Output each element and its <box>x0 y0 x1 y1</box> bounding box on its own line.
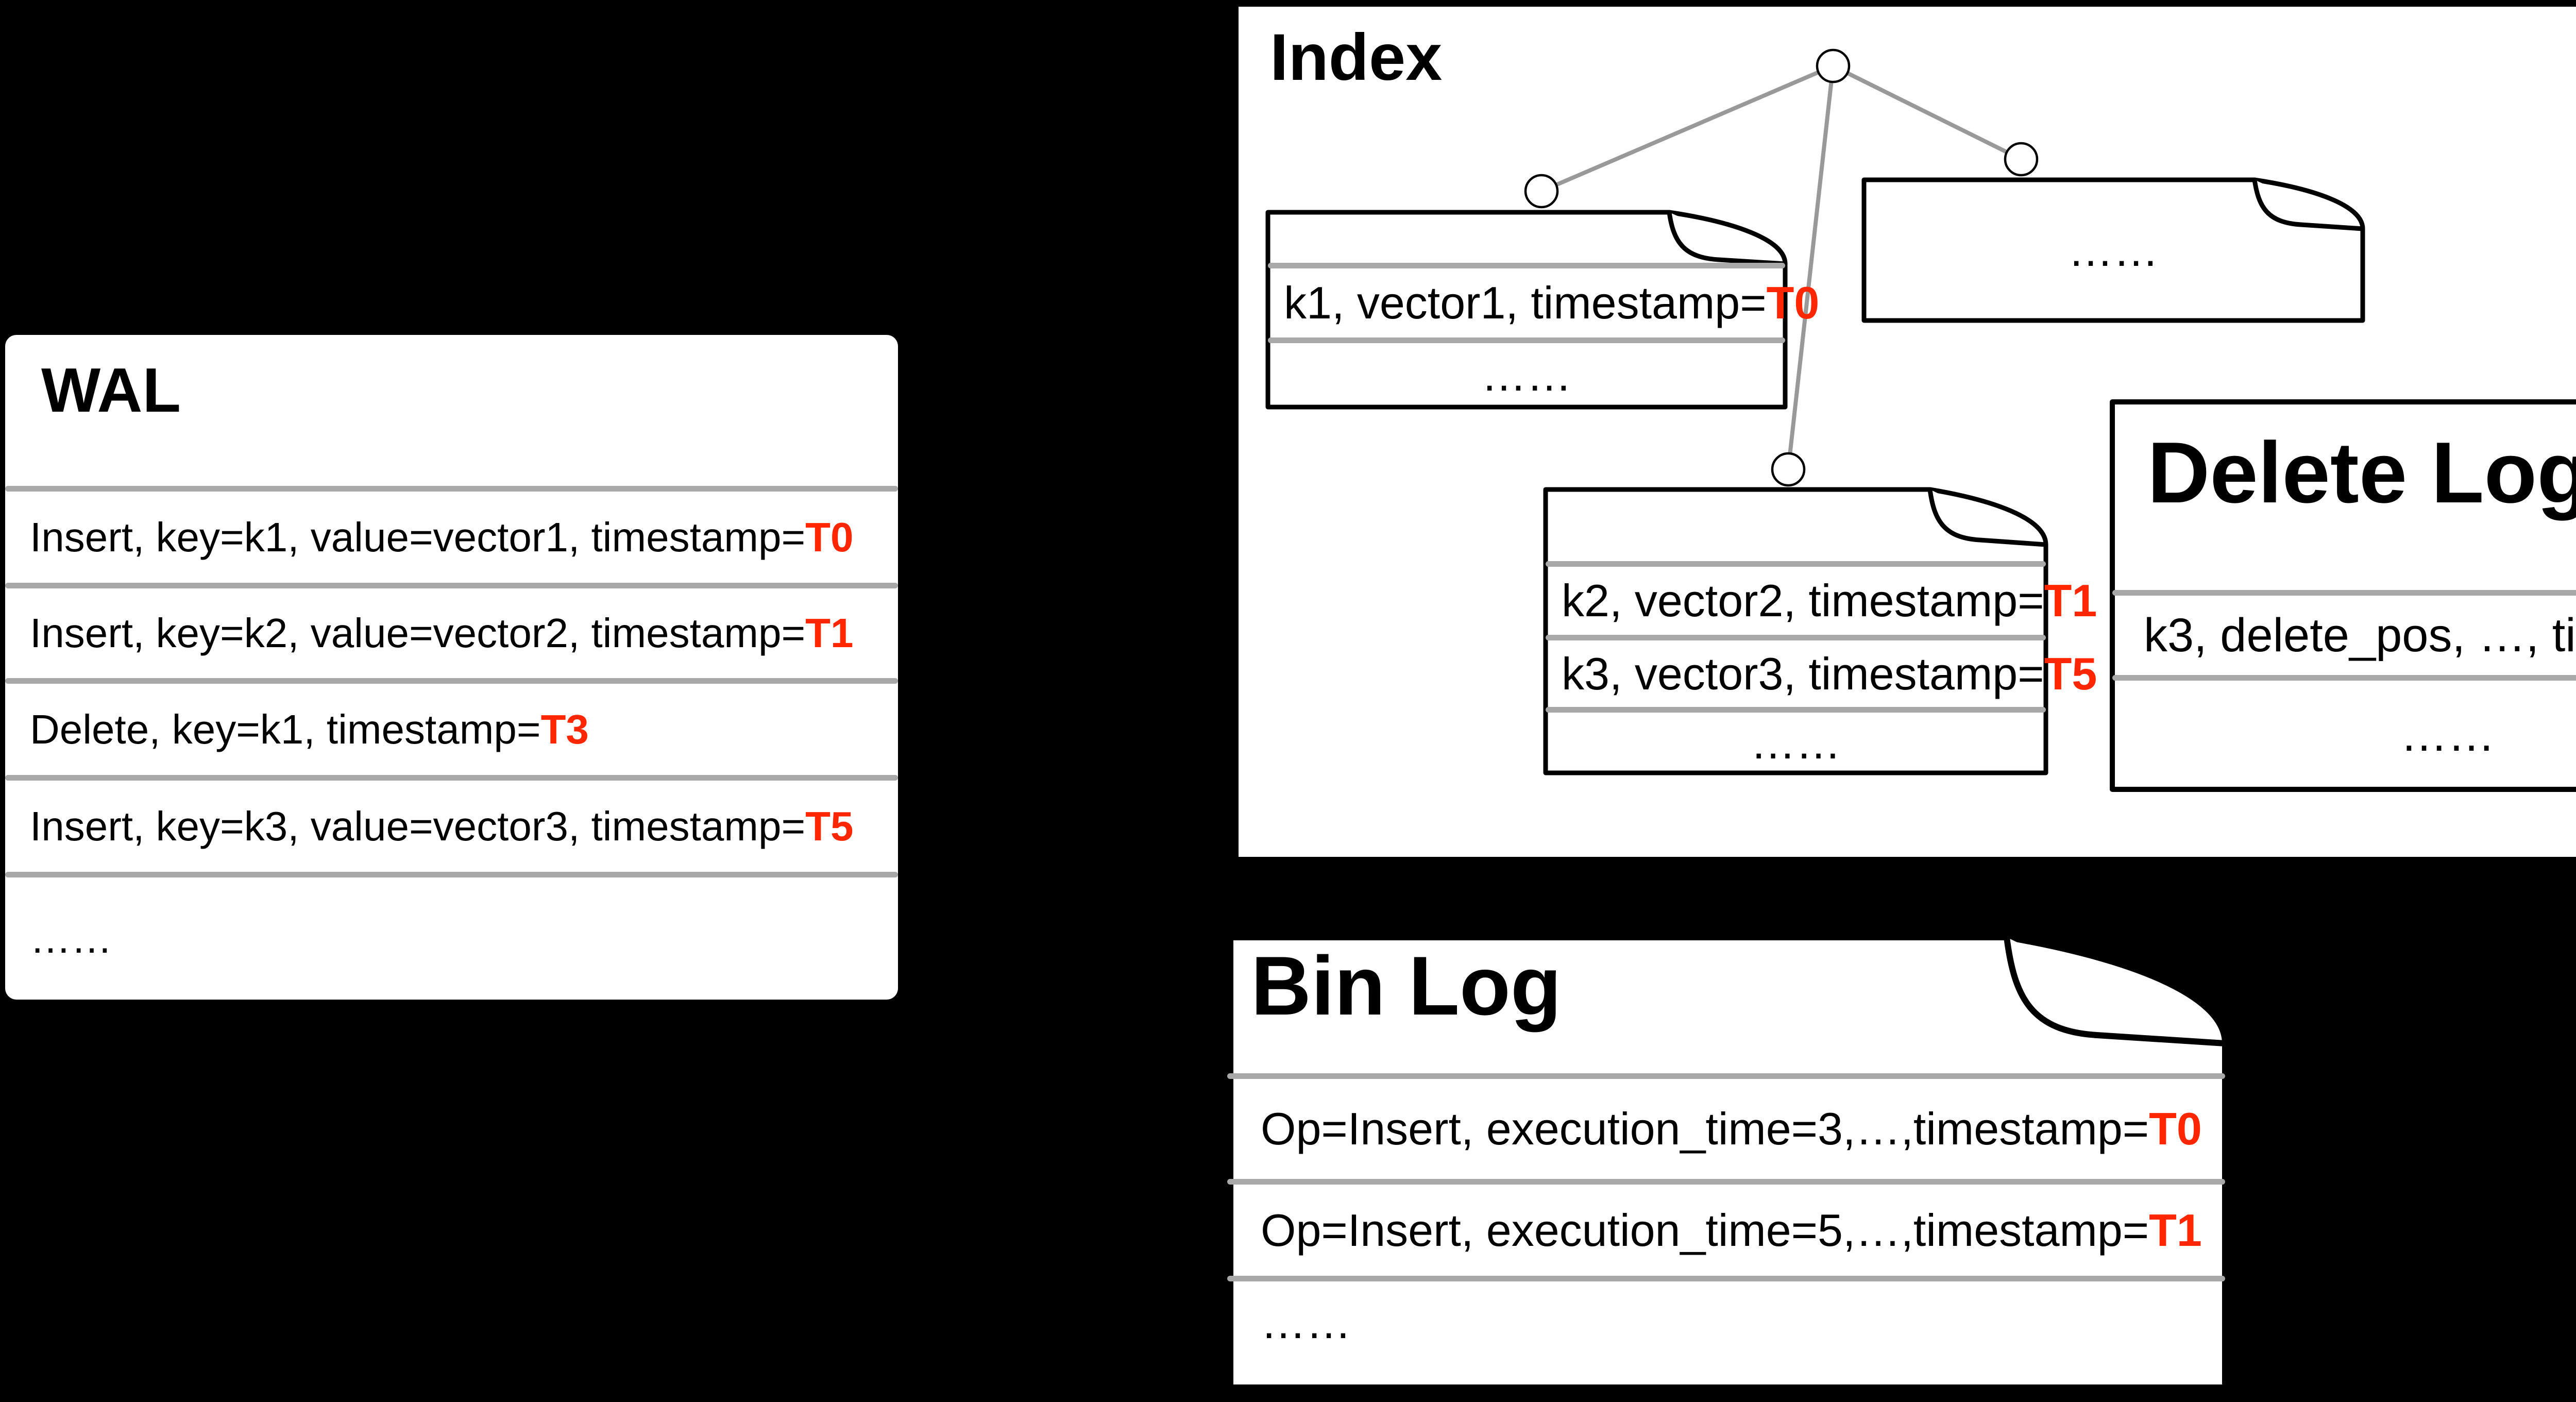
index-file-row: …… <box>1270 343 1783 407</box>
wal-row: …… <box>30 877 893 1000</box>
index-row-text: …… <box>1750 717 1841 768</box>
timestamp-highlight: T0 <box>1766 277 1820 328</box>
divider <box>5 872 898 877</box>
bin-log-row: Op=Insert, execution_time=5,…,timestamp=… <box>1261 1185 2222 1276</box>
divider <box>1227 1073 2225 1079</box>
index-row-text: k1, vector1, timestamp= <box>1284 277 1767 328</box>
delete-log-row: …… <box>2115 681 2576 789</box>
index-file-k1: k1, vector1, timestamp=T0 …… <box>1265 210 1819 410</box>
divider <box>5 775 898 781</box>
delete-log-row-text: …… <box>2400 708 2495 761</box>
folded-page-icon <box>1265 210 1788 410</box>
index-file-more: …… <box>1861 177 2365 323</box>
folded-page-icon <box>1227 934 2228 1391</box>
wal-row-text: Insert, key=k3, value=vector3, timestamp… <box>30 803 806 849</box>
divider <box>5 583 898 588</box>
delete-log-row-text: k3, delete_pos, …, timestamp= <box>2144 609 2576 662</box>
timestamp-highlight: T1 <box>2149 1204 2202 1256</box>
wal-row: Insert, key=k2, value=vector2, timestamp… <box>30 588 893 678</box>
bin-log-row-text: …… <box>1261 1297 1351 1348</box>
divider <box>5 678 898 684</box>
delete-log-box: Delete Log k3, delete_pos, …, timestamp=… <box>2110 399 2576 792</box>
wal-row: Insert, key=k1, value=vector1, timestamp… <box>30 492 893 583</box>
divider <box>1227 1276 2225 1281</box>
index-file-row: k2, vector2, timestamp=T1 <box>1562 567 2097 635</box>
timestamp-highlight: T3 <box>540 706 589 752</box>
index-file-row: k3, vector3, timestamp=T5 <box>1562 640 2097 707</box>
delete-log-row: k3, delete_pos, …, timestamp=T3 <box>2144 596 2576 675</box>
bin-log-row-text: Op=Insert, execution_time=5,…,timestamp= <box>1261 1204 2149 1256</box>
bin-log-row-text: Op=Insert, execution_time=3,…,timestamp= <box>1261 1103 2149 1154</box>
index-row-text: …… <box>2068 224 2159 276</box>
divider <box>1268 263 1785 268</box>
index-file-row: k1, vector1, timestamp=T0 <box>1284 268 1819 337</box>
divider <box>5 486 898 492</box>
folded-page-icon <box>2110 399 2576 792</box>
divider <box>2112 590 2576 596</box>
bin-log-box: Bin Log Op=Insert, execution_time=3,…,ti… <box>1227 934 2228 1391</box>
wal-row: Delete, key=k1, timestamp=T3 <box>30 684 893 775</box>
wal-row-text: …… <box>30 915 112 961</box>
bin-log-row: …… <box>1261 1281 2222 1364</box>
folded-page-icon <box>1861 177 2365 323</box>
divider <box>1546 635 2046 640</box>
index-title: Index <box>1270 21 1443 94</box>
timestamp-highlight: T0 <box>805 514 854 560</box>
wal-row-text: Insert, key=k2, value=vector2, timestamp… <box>30 610 806 656</box>
index-file-row: …… <box>1548 713 2043 773</box>
folded-page-icon <box>1543 487 2048 775</box>
bin-log-row: Op=Insert, execution_time=3,…,timestamp=… <box>1261 1079 2222 1179</box>
wal-box: WAL Insert, key=k1, value=vector1, times… <box>5 335 898 1000</box>
wal-row: Insert, key=k3, value=vector3, timestamp… <box>30 781 893 872</box>
wal-row-text: Insert, key=k1, value=vector1, timestamp… <box>30 514 806 560</box>
index-row-text: k2, vector2, timestamp= <box>1562 575 2044 626</box>
wal-title: WAL <box>41 355 181 425</box>
wal-row-text: Delete, key=k1, timestamp= <box>30 706 541 752</box>
index-row-text: k3, vector3, timestamp= <box>1562 648 2044 699</box>
index-row-text: …… <box>1481 349 1572 400</box>
bin-log-title: Bin Log <box>1251 939 1562 1033</box>
timestamp-highlight: T5 <box>2044 648 2097 699</box>
divider <box>1546 707 2046 713</box>
timestamp-highlight: T1 <box>2044 575 2097 626</box>
index-file-k2k3: k2, vector2, timestamp=T1 k3, vector3, t… <box>1543 487 2097 775</box>
timestamp-highlight: T1 <box>805 610 854 656</box>
timestamp-highlight: T5 <box>805 803 854 849</box>
delete-log-title: Delete Log <box>2147 424 2576 521</box>
index-file-row: …… <box>1867 177 2360 323</box>
divider <box>1546 561 2046 567</box>
timestamp-highlight: T0 <box>2149 1103 2202 1154</box>
divider <box>1227 1179 2225 1185</box>
divider <box>1268 337 1785 343</box>
divider <box>2112 675 2576 681</box>
